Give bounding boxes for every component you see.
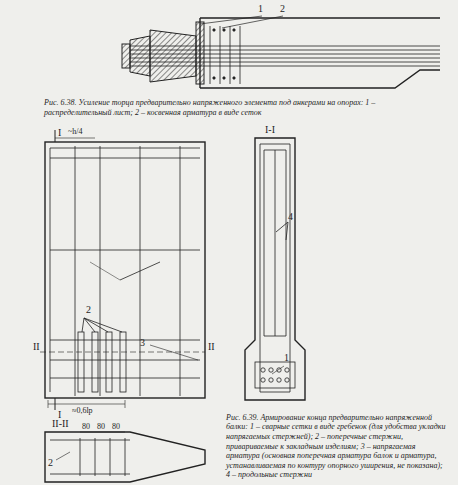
dimension: ≈0,6lр xyxy=(72,407,93,415)
section-mark: II xyxy=(208,342,215,352)
callout-number: 1 xyxy=(258,4,263,14)
callout-number: 2 xyxy=(280,4,285,14)
dimension: ~h/4 xyxy=(68,128,83,136)
callout-number: 2 xyxy=(48,458,53,468)
figure-caption: Рис. 6.39. Армирование конца предварител… xyxy=(226,413,448,480)
dimension: 80 xyxy=(82,423,90,431)
callout-number: 1 xyxy=(284,353,289,363)
dimension: 80 xyxy=(112,423,120,431)
callout-number: 3 xyxy=(140,338,145,348)
callout-number: 2 xyxy=(86,305,91,315)
section-title: II-II xyxy=(52,419,69,429)
section-mark: I xyxy=(58,128,61,138)
dimension: 80 xyxy=(97,423,105,431)
figure-caption: Рис. 6.38. Усиление торца предварительно… xyxy=(44,98,442,117)
callout-number: 4 xyxy=(288,212,293,222)
section-mark: II xyxy=(33,342,40,352)
section-title: I-I xyxy=(265,125,275,135)
